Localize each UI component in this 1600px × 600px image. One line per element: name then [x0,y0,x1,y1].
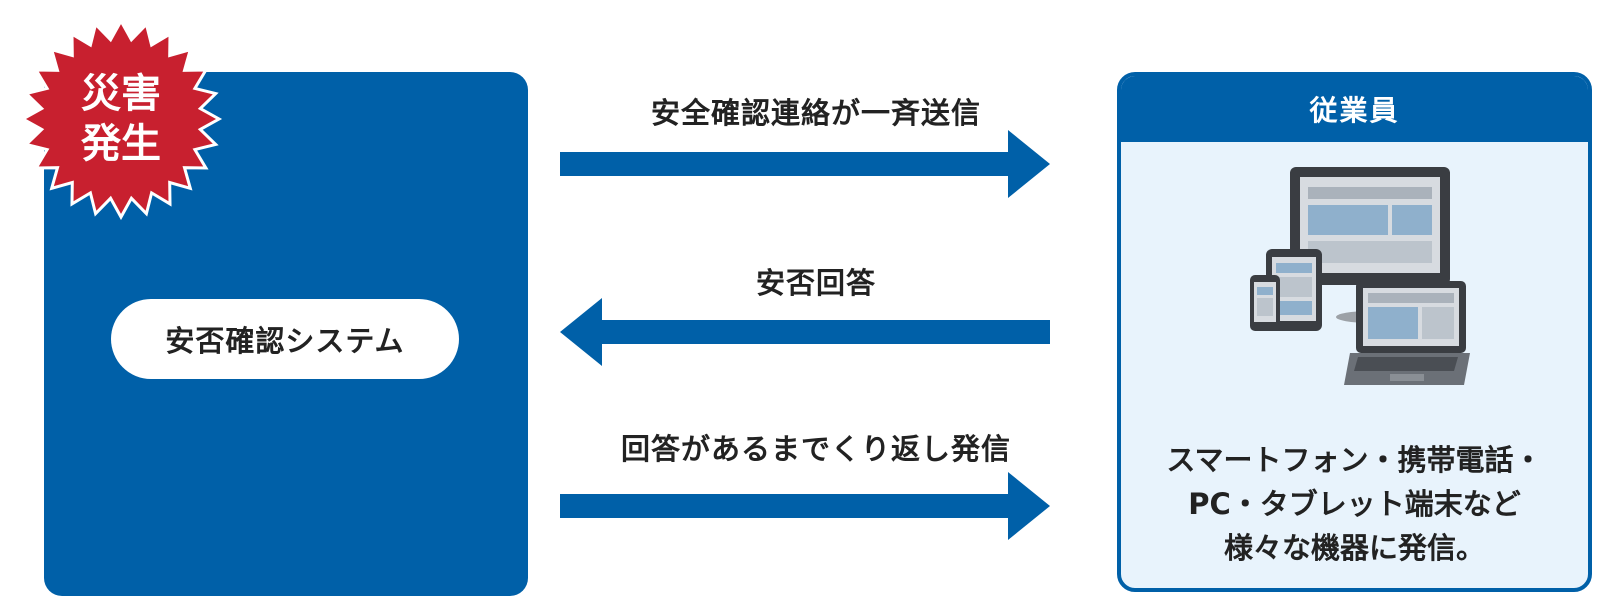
arrow-label-broadcast: 安全確認連絡が一斉送信 [650,96,981,130]
arrow-label-repeat: 回答があるまでくり返し発信 [620,432,1011,466]
employee-box: 従業員 [1117,72,1592,592]
arrow-label-response: 安否回答 [755,266,876,300]
employee-caption: スマートフォン・携帯電話・ PC・タブレット端末など 様々な機器に発信。 [1117,438,1592,570]
caption-line-3: 様々な機器に発信。 [1223,531,1485,565]
arrow-right-icon [560,130,1050,198]
devices-icon [1250,167,1470,385]
system-label: 安否確認システム [111,299,459,379]
caption-line-1: スマートフォン・携帯電話・ [1166,443,1543,477]
arrow-left-icon [560,298,1050,366]
caption-line-2: PC・タブレット端末など [1188,487,1521,521]
disaster-burst-label: 災害 発生 [18,16,224,222]
burst-line-2: 発生 [81,121,161,167]
arrow-right-icon [560,472,1050,540]
burst-line-1: 災害 [81,71,161,117]
employee-header: 従業員 [1121,76,1588,142]
disaster-burst-icon [19,17,223,221]
